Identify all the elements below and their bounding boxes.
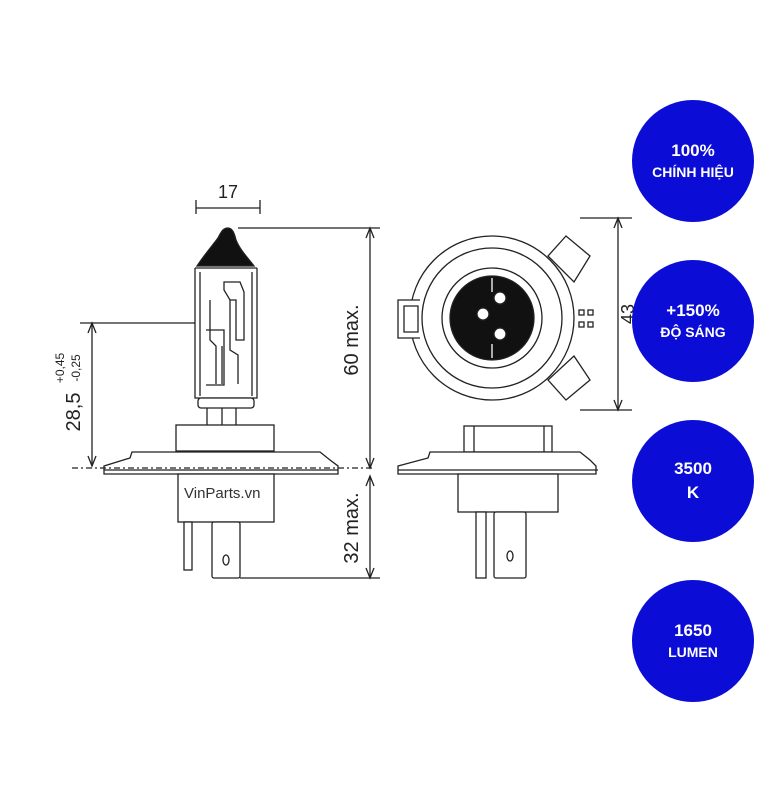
front-view-bulb (103, 227, 339, 579)
badge-lumen: 1650 LUMEN (632, 580, 754, 702)
dim-focal-label: 28,5 (63, 393, 85, 432)
badge-line2: CHÍNH HIỆU (652, 164, 734, 180)
watermark-text: VinParts.vn (184, 485, 260, 502)
dim-width-17 (195, 200, 261, 214)
badge-line1: 3500 (674, 459, 712, 478)
badge-line1: 100% (671, 141, 715, 160)
dim-height-32 (240, 474, 380, 580)
badge-line2: ĐỘ SÁNG (660, 324, 726, 340)
side-view-base (397, 425, 598, 579)
dim-height-total-label: 60 max. (341, 304, 363, 375)
dim-width-label: 17 (218, 182, 238, 202)
badge-color-temp: 3500 K (632, 420, 754, 542)
badge-line2: K (686, 483, 700, 502)
badge-line1: 1650 (674, 621, 712, 640)
top-view-bulb (397, 235, 594, 401)
dim-focal-tol-plus: +0,45 (53, 352, 67, 383)
dim-focal-28-5 (80, 321, 195, 468)
badge-line2: LUMEN (668, 644, 718, 660)
badge-authentic: 100% CHÍNH HIỆU (632, 100, 754, 222)
dim-height-base-label: 32 max. (341, 492, 363, 563)
badge-line1: +150% (666, 301, 720, 320)
dim-diameter-43 (580, 216, 632, 412)
dim-focal-tol-minus: -0,25 (69, 354, 83, 382)
badge-brightness: +150% ĐỘ SÁNG (632, 260, 754, 382)
